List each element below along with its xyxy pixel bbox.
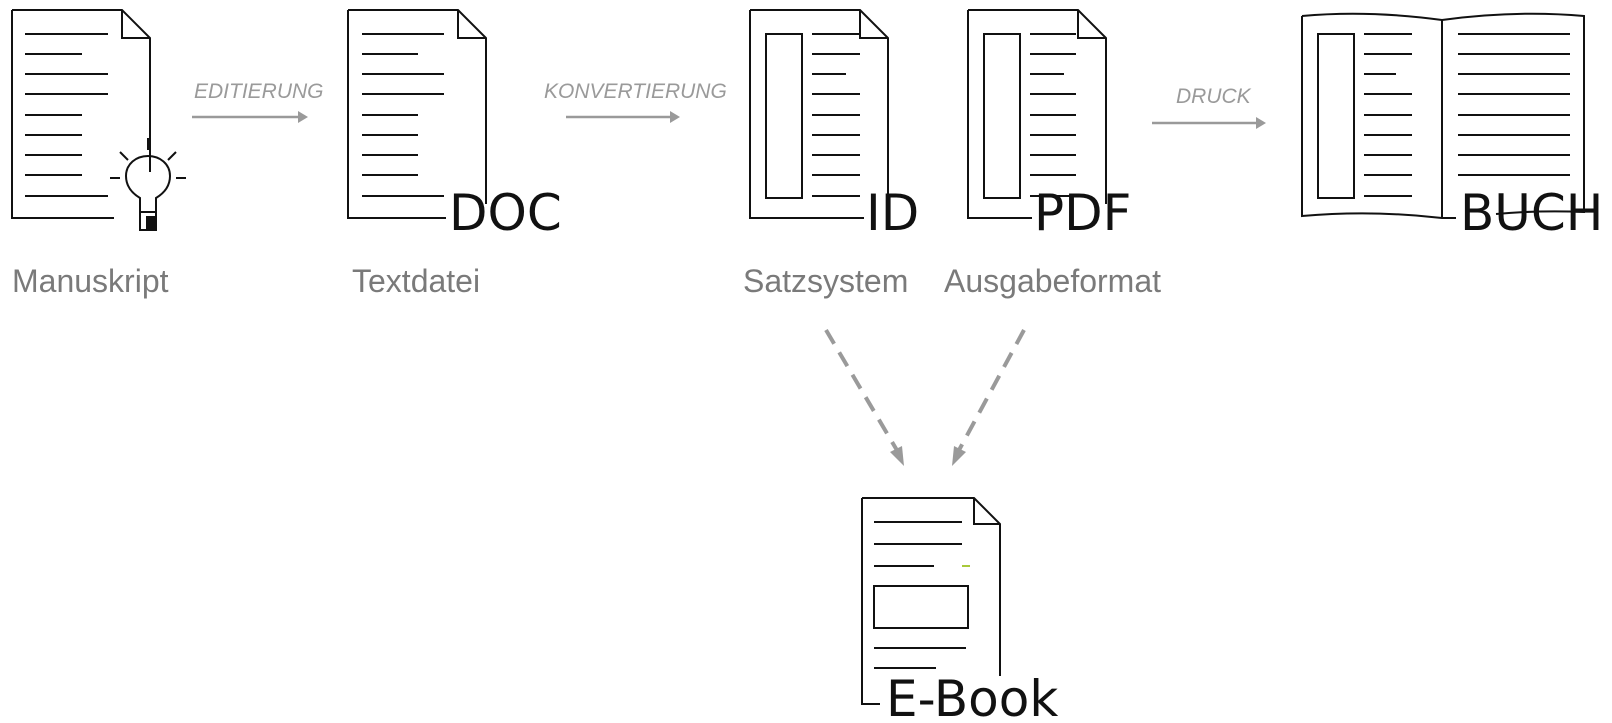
manuskript-caption: Manuskript — [12, 263, 169, 299]
ausgabeformat-tag: PDF — [1034, 184, 1131, 242]
lightbulb-icon — [110, 138, 186, 231]
satzsystem-to-ebook-arrow — [824, 328, 904, 466]
book-icon — [1301, 12, 1585, 219]
druck-arrow — [1152, 117, 1266, 129]
ausgabeformat-caption: Ausgabeformat — [944, 263, 1161, 299]
editierung-arrow — [192, 111, 308, 123]
druck-label: DRUCK — [1176, 85, 1252, 108]
textdatei-document-icon — [347, 9, 487, 219]
textdatei-tag: DOC — [449, 184, 562, 242]
editierung-label: EDITIERUNG — [194, 80, 324, 103]
ausgabeformat-to-ebook-arrow — [952, 329, 1026, 466]
ausgabeformat-document-icon — [967, 9, 1107, 219]
satzsystem-document-icon — [749, 9, 889, 219]
satzsystem-tag: ID — [866, 184, 919, 242]
manuskript-document-icon — [11, 9, 151, 219]
satzsystem-caption: Satzsystem — [743, 263, 908, 299]
buch-tag: BUCH — [1460, 184, 1603, 242]
ebook-document-icon — [861, 497, 1001, 705]
konvertierung-arrow — [566, 111, 680, 123]
konvertierung-label: KONVERTIERUNG — [544, 80, 727, 103]
ebook-tag: E-Book — [886, 670, 1058, 723]
textdatei-caption: Textdatei — [352, 263, 480, 299]
